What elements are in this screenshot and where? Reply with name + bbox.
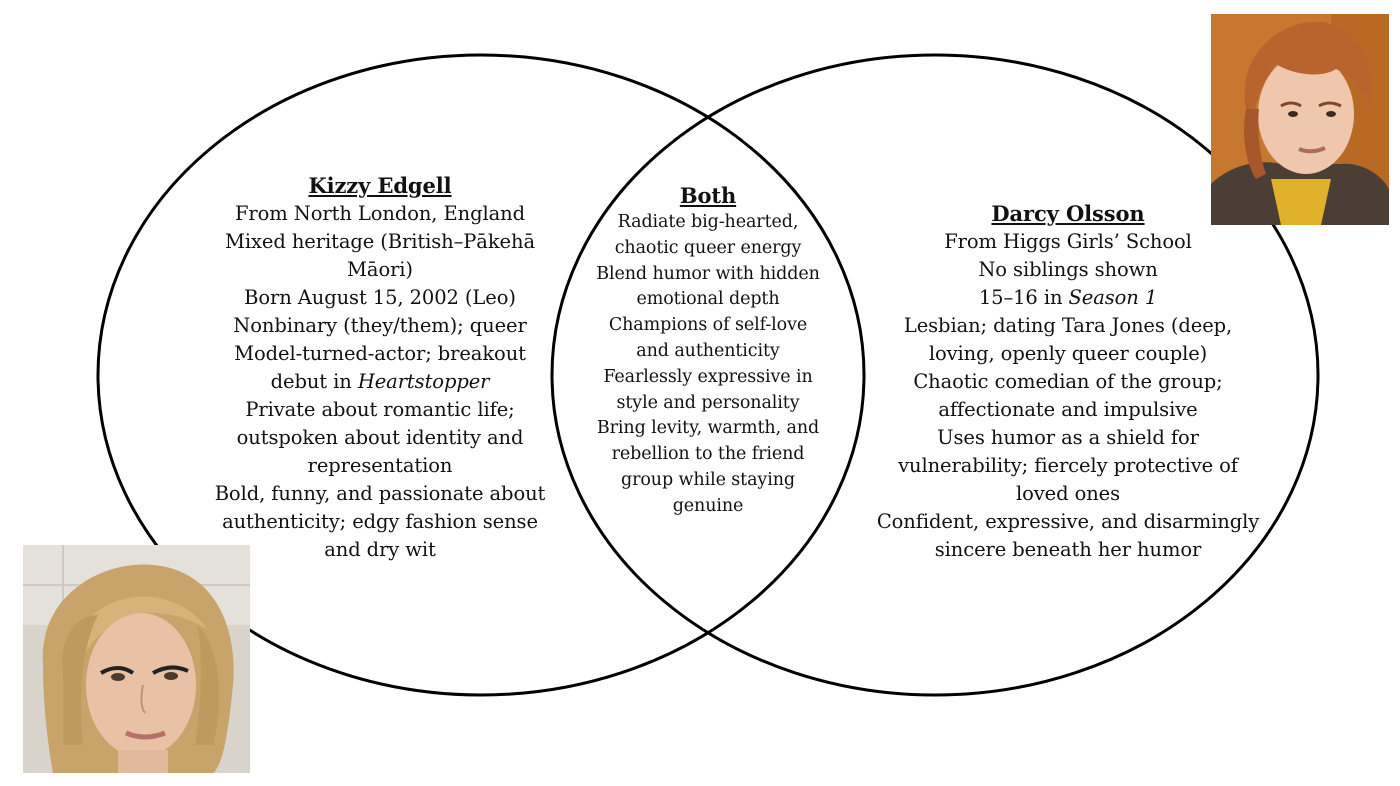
right-circle <box>550 53 1320 697</box>
left-heading: Kizzy Edgell <box>308 173 452 198</box>
text-line: Born August 15, 2002 (Leo) <box>244 286 516 309</box>
text-line-italic: Heartstopper <box>357 370 490 393</box>
right-text-block: Darcy Olsson From Higgs Girls’ School No … <box>858 200 1278 564</box>
text-line: affectionate and impulsive <box>938 398 1198 421</box>
text-line: emotional depth <box>636 289 780 310</box>
text-line: and dry wit <box>324 538 436 561</box>
text-line: Bold, funny, and passionate about <box>214 482 546 505</box>
text-line-part: 15–16 in <box>978 286 1069 309</box>
text-line: Confident, expressive, and disarmingly <box>876 510 1260 533</box>
kizzy-photo <box>23 545 250 773</box>
text-line: Lesbian; dating Tara Jones (deep, <box>903 314 1233 337</box>
text-line: Nonbinary (they/them); queer <box>233 314 527 337</box>
text-line: loved ones <box>1015 482 1121 505</box>
text-line: style and personality <box>616 392 800 413</box>
text-line: sincere beneath her humor <box>934 538 1202 561</box>
darcy-photo <box>1211 14 1389 225</box>
text-line: Fearlessly expressive in <box>603 366 813 387</box>
both-heading: Both <box>679 183 737 208</box>
text-line: debut in Heartstopper <box>180 368 580 396</box>
text-line: Model-turned-actor; breakout <box>234 342 526 365</box>
text-line: representation <box>307 454 453 477</box>
text-line: group while staying <box>620 469 795 490</box>
text-line: Chaotic comedian of the group; <box>913 370 1223 393</box>
text-line: vulnerability; fiercely protective of <box>898 454 1238 477</box>
both-text-block: Both Radiate big-hearted, chaotic queer e… <box>572 182 844 520</box>
text-line: chaotic queer energy <box>614 237 802 258</box>
left-circle <box>96 53 866 697</box>
both-lines: Radiate big-hearted, chaotic queer energy… <box>572 210 844 520</box>
text-line: outspoken about identity and <box>236 426 524 449</box>
text-line: genuine <box>672 495 744 516</box>
text-line: authenticity; edgy fashion sense <box>222 510 538 533</box>
text-line: Uses humor as a shield for <box>937 426 1199 449</box>
text-line: Private about romantic life; <box>245 398 515 421</box>
right-heading: Darcy Olsson <box>991 201 1145 226</box>
text-line: Blend humor with hidden <box>596 263 820 284</box>
text-line-part: debut in <box>270 370 358 393</box>
text-line: and authenticity <box>636 340 780 361</box>
text-line: loving, openly queer couple) <box>928 342 1208 365</box>
text-line: 15–16 in Season 1 <box>858 284 1278 312</box>
text-line: rebellion to the friend <box>611 444 805 465</box>
text-line: Radiate big-hearted, <box>617 212 799 232</box>
text-line: Bring levity, warmth, and <box>596 418 820 439</box>
text-line-italic: Season 1 <box>1068 286 1158 309</box>
text-line: Champions of self-love <box>608 315 808 336</box>
right-lines: From Higgs Girls’ School No siblings show… <box>858 228 1278 564</box>
text-line: No siblings shown <box>978 258 1158 281</box>
text-line: From North London, England <box>234 202 525 225</box>
text-line: Mixed heritage (British–Pākehā <box>225 230 535 253</box>
text-line: Māori) <box>347 258 413 281</box>
text-line: From Higgs Girls’ School <box>944 230 1192 253</box>
